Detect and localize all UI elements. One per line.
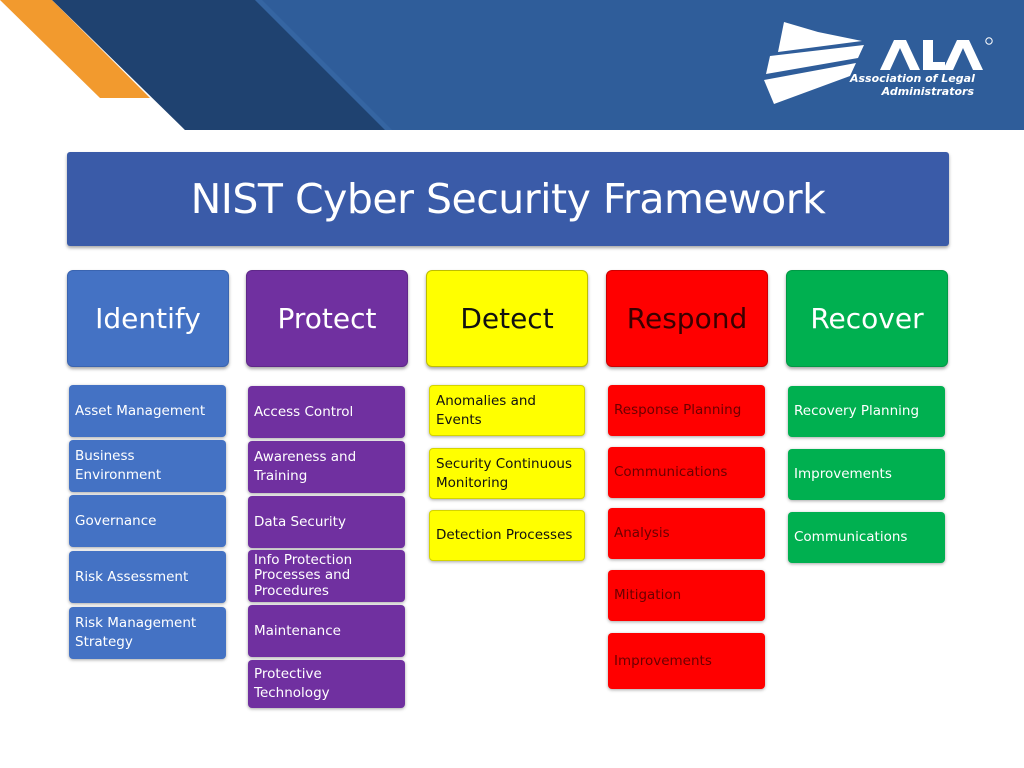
- category-label: Detection Processes: [436, 527, 573, 543]
- category-mitigation: Mitigation: [608, 570, 765, 621]
- category-recovery-planning: Recovery Planning: [788, 386, 945, 437]
- category-label: Risk Assessment: [75, 568, 189, 585]
- category-risk-management-strategy: Risk Management Strategy: [69, 607, 226, 659]
- category-label: Recovery Planning: [794, 403, 920, 419]
- function-respond-label: Respond: [626, 302, 748, 335]
- category-maintenance: Maintenance: [248, 605, 405, 657]
- category-response-planning: Response Planning: [608, 385, 765, 436]
- category-label: Maintenance: [254, 622, 341, 639]
- function-respond: Respond: [606, 270, 768, 367]
- category-governance: Governance: [69, 495, 226, 547]
- ala-logo-text: Association of Legal Administrators: [850, 72, 975, 98]
- category-analysis: Analysis: [608, 508, 765, 559]
- category-label: Mitigation: [614, 587, 682, 603]
- category-label: Data Security: [254, 513, 346, 530]
- category-label: Protective Technology: [254, 666, 330, 701]
- category-risk-assessment: Risk Assessment: [69, 551, 226, 603]
- function-detect: Detect: [426, 270, 588, 367]
- category-detection-processes: Detection Processes: [429, 510, 585, 561]
- category-communications: Communications: [608, 447, 765, 498]
- header-banner: Association of Legal Administrators: [0, 0, 1024, 130]
- logo-line-2: Administrators: [881, 85, 974, 98]
- category-label: Asset Management: [75, 402, 206, 419]
- function-identify-label: Identify: [95, 302, 201, 335]
- category-improvements-respond: Improvements: [608, 633, 765, 689]
- category-label: Communications: [614, 464, 728, 480]
- category-label: Communications: [794, 529, 908, 545]
- category-improvements-recover: Improvements: [788, 449, 945, 500]
- function-recover: Recover: [786, 270, 948, 367]
- category-label: Awareness and Training: [254, 449, 357, 484]
- category-protective-technology: Protective Technology: [248, 660, 405, 708]
- ala-logo-graphic: [764, 22, 993, 104]
- category-business-environment: Business Environment: [69, 440, 226, 492]
- category-label: Analysis: [614, 525, 670, 541]
- framework-title: NIST Cyber Security Framework: [190, 175, 826, 223]
- function-identify: Identify: [67, 270, 229, 367]
- function-protect-label: Protect: [277, 302, 377, 335]
- category-label: Access Control: [254, 403, 354, 420]
- function-recover-label: Recover: [810, 302, 924, 335]
- category-label: Governance: [75, 512, 157, 529]
- category-awareness-and-training: Awareness and Training: [248, 441, 405, 493]
- logo-line-1: Association of Legal: [850, 72, 975, 85]
- category-communications-recover: Communications: [788, 512, 945, 563]
- category-anomalies-and-events: Anomalies and Events: [429, 385, 585, 436]
- function-protect: Protect: [246, 270, 408, 367]
- category-label: Security Continuous Monitoring: [436, 455, 572, 491]
- category-label: Improvements: [794, 466, 892, 482]
- framework-title-bar: NIST Cyber Security Framework: [67, 152, 949, 246]
- category-asset-management: Asset Management: [69, 385, 226, 437]
- category-label: Anomalies and Events: [436, 392, 537, 428]
- category-access-control: Access Control: [248, 386, 405, 438]
- category-data-security: Data Security: [248, 496, 405, 548]
- category-security-continuous-monitoring: Security Continuous Monitoring: [429, 448, 585, 499]
- category-label: Improvements: [614, 652, 712, 669]
- category-label: Business Environment: [75, 448, 162, 483]
- category-label: Info Protection Processes and Procedures: [254, 551, 353, 599]
- category-info-protection-processes: Info Protection Processes and Procedures: [248, 550, 405, 602]
- category-label: Response Planning: [614, 402, 742, 418]
- category-label: Risk Management Strategy: [75, 615, 197, 650]
- function-detect-label: Detect: [460, 302, 554, 335]
